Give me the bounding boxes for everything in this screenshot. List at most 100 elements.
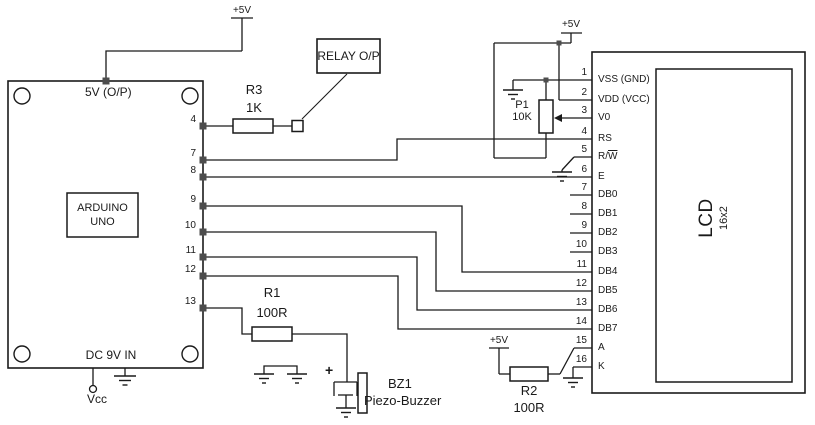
lcd-pin-number: 3 — [581, 105, 587, 116]
lcd-pin-name: DB5 — [598, 285, 618, 296]
arduino-title-line1: ARDUINO — [77, 202, 128, 214]
junction-dot — [556, 40, 562, 46]
potentiometer-p1-ref: P1 — [515, 99, 529, 111]
mounting-hole — [13, 345, 31, 363]
lcd-pin-name: V0 — [598, 112, 611, 123]
lcd-pin-name: DB4 — [598, 266, 618, 277]
ground-symbol — [336, 407, 356, 418]
lcd-pin-name: DB3 — [598, 246, 618, 257]
lcd-pin-name: E — [598, 171, 605, 182]
lcd-pin-number: 2 — [581, 87, 587, 98]
resistor-r2-ref: R2 — [520, 383, 538, 398]
vcc-label: Vcc — [86, 392, 107, 406]
lcd-module-outline — [591, 51, 806, 394]
wiper-arrow — [554, 114, 562, 122]
wire — [559, 347, 575, 375]
arduino-pin-number: 9 — [190, 194, 196, 205]
arduino-title: ARDUINO UNO — [67, 193, 138, 237]
lcd-pin-number: 6 — [581, 164, 587, 175]
lcd-pin-name: VDD (VCC) — [598, 94, 650, 105]
wire-r1-to-buzzer — [292, 333, 348, 382]
pad-pin7 — [199, 156, 207, 164]
lcd-pin-number: 4 — [581, 126, 587, 137]
mounting-hole — [181, 345, 199, 363]
relay-label-box — [316, 38, 381, 74]
ground-symbol — [503, 89, 523, 100]
arduino-pin-number: 11 — [185, 245, 196, 256]
wire-gnd-bridge — [263, 365, 298, 374]
lcd-pin-number: 13 — [575, 297, 587, 308]
relay-output-label: RELAY O/P — [317, 49, 380, 63]
lcd-pin-number: 16 — [575, 354, 587, 365]
ground-symbol — [287, 373, 307, 384]
lcd-pin-name: DB0 — [598, 189, 618, 200]
lcd-pin-name-rw: R/W — [598, 151, 617, 162]
ground-symbol — [563, 377, 583, 388]
lcd-pin-number: 1 — [581, 67, 587, 78]
lcd-pin-number: 9 — [581, 220, 587, 231]
piezo-disc — [357, 372, 368, 414]
lcd-pin-number: 8 — [581, 201, 587, 212]
pad-pin12 — [199, 272, 207, 280]
pad-pin4 — [199, 122, 207, 130]
wire-pin10-db5 — [203, 231, 592, 292]
resistor-r3-ref: R3 — [245, 82, 263, 97]
lcd-pin-name: DB1 — [598, 208, 618, 219]
vcc-terminal-circle — [88, 384, 98, 394]
junction-dot — [543, 77, 549, 83]
mounting-hole — [181, 87, 199, 105]
wire-pin7-rs — [203, 138, 592, 161]
resistor-r3-body — [232, 118, 274, 134]
lcd-pin-name: RS — [598, 133, 612, 144]
arduino-5v-output-label: 5V (O/P) — [85, 85, 132, 99]
wire-pin9-db4 — [203, 205, 592, 273]
pad-pin10 — [199, 228, 207, 236]
pad-pin13 — [199, 304, 207, 312]
piezo-buzzer-symbol — [333, 372, 368, 414]
power-5v-label-top-left: +5V — [232, 5, 252, 16]
relay-output-terminal — [291, 119, 304, 133]
lcd-pin-number: 5 — [581, 144, 587, 155]
lcd-pin-number: 15 — [575, 335, 587, 346]
lcd-pin-name: VSS (GND) — [598, 74, 650, 85]
lcd-pin-name: DB2 — [598, 227, 618, 238]
arduino-title-line2: UNO — [90, 216, 115, 228]
lcd-title-label: LCD — [696, 198, 717, 238]
buzzer-ref: BZ1 — [388, 376, 412, 391]
wire-pin13 — [203, 307, 252, 335]
lcd-display-area — [655, 68, 793, 383]
pad-5v-op — [102, 77, 110, 85]
mounting-hole — [13, 87, 31, 105]
relay-callout-line — [301, 73, 348, 120]
wire-5v-to-arduino — [105, 50, 242, 81]
ground-symbol — [114, 375, 136, 386]
resistor-r1-ref: R1 — [263, 285, 281, 300]
lcd-pin-number: 7 — [581, 182, 587, 193]
arduino-dc9v-label: DC 9V IN — [85, 348, 137, 362]
resistor-r1-value: 100R — [256, 305, 288, 320]
lcd-pin-number: 12 — [575, 278, 587, 289]
lcd-pin-name: A — [598, 342, 605, 353]
lcd-pin-number: 11 — [576, 259, 587, 270]
buzzer-polarity-plus: + — [325, 362, 334, 378]
arduino-pin-number: 7 — [190, 148, 196, 159]
arduino-pin-number: 13 — [184, 296, 196, 307]
resistor-r3-value: 1K — [246, 100, 262, 115]
potentiometer-p1-body — [538, 99, 554, 134]
pad-pin8 — [199, 173, 207, 181]
buzzer-name: Piezo-Buzzer — [364, 393, 442, 408]
wire-pin11-db6 — [203, 256, 592, 311]
arduino-pin-number: 8 — [190, 165, 196, 176]
power-5v-label-lcd: +5V — [561, 19, 581, 30]
power-5v-label-backlight: +5V — [489, 335, 509, 346]
arduino-pin-number: 4 — [190, 114, 196, 125]
ground-symbol — [254, 373, 274, 384]
ground-symbol — [552, 171, 572, 182]
resistor-r1-body — [251, 326, 293, 342]
arduino-label-box — [66, 192, 139, 238]
potentiometer-p1-value: 10K — [512, 111, 532, 123]
lcd-pin-number: 14 — [575, 316, 587, 327]
lcd-pin-name: DB7 — [598, 323, 618, 334]
lcd-pin-name: DB6 — [598, 304, 618, 315]
